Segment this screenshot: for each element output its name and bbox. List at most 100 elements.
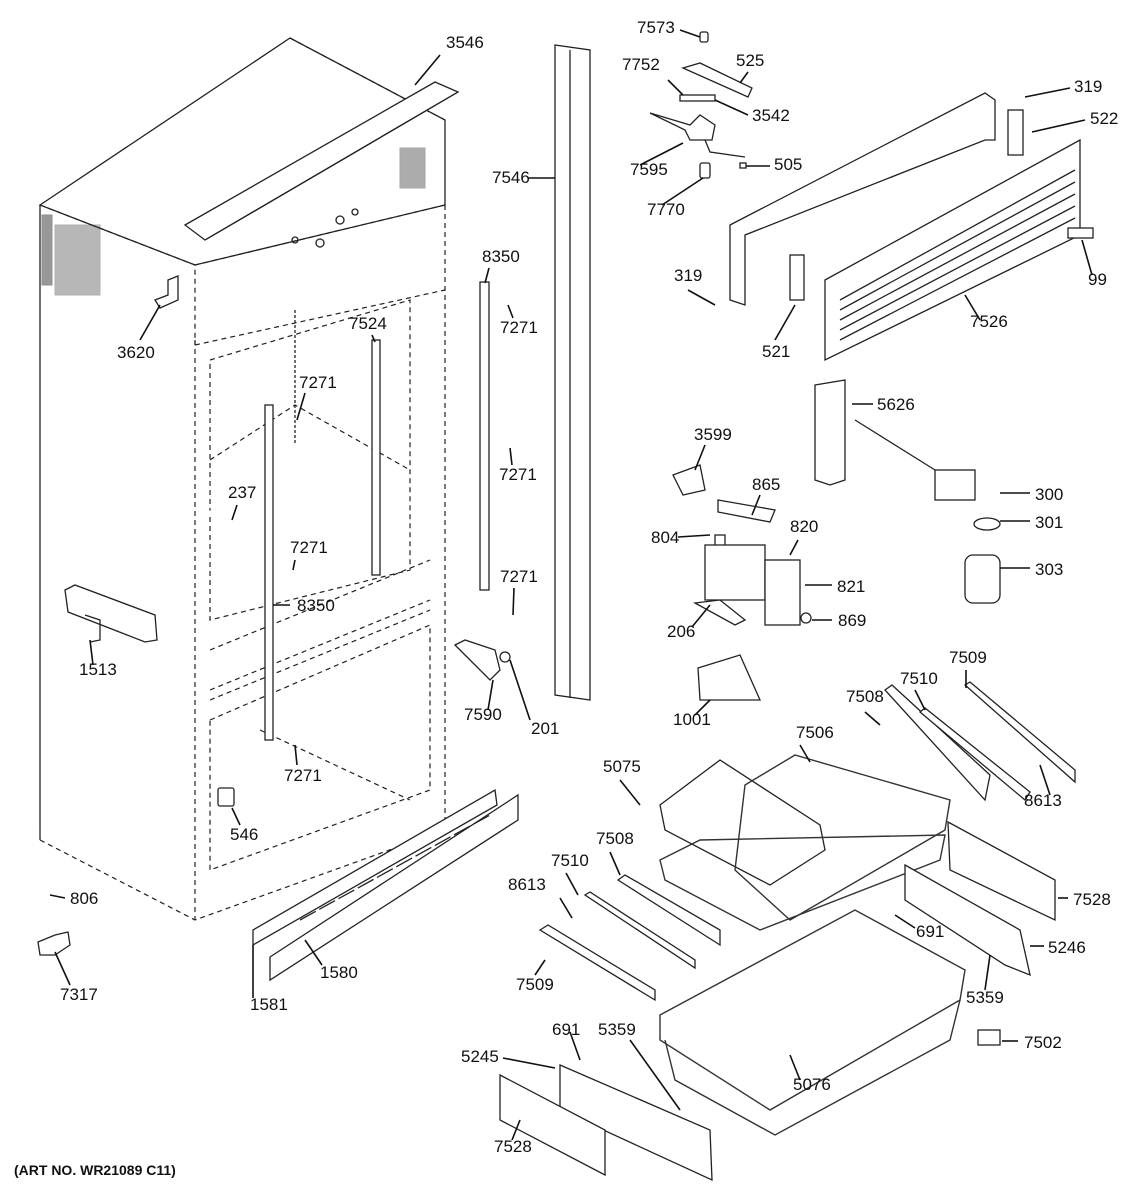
art-number: (ART NO. WR21089 C11) [14, 1162, 176, 1178]
leader-line-865 [751, 494, 761, 516]
leader-line-1513 [89, 639, 94, 666]
part-label-7506: 7506 [796, 723, 834, 742]
part-label-5076: 5076 [793, 1075, 831, 1094]
part-label-7271: 7271 [499, 465, 537, 484]
basket-7506 [659, 754, 951, 931]
part-label-522: 522 [1090, 109, 1118, 128]
part-label-5075: 5075 [603, 757, 641, 776]
part-label-7271: 7271 [500, 567, 538, 586]
leader-line-8350 [484, 267, 490, 284]
hinge-assembly [649, 31, 753, 179]
basket-5075 [659, 759, 826, 886]
leader-line-7573 [679, 29, 701, 38]
part-label-1580: 1580 [320, 963, 358, 982]
grille-frame [729, 92, 996, 306]
leader-line-525 [739, 71, 749, 84]
leader-line-319 [687, 289, 716, 306]
leader-line-7271 [512, 587, 515, 616]
kickplate-1580 [252, 788, 519, 982]
leader-line-7271 [294, 744, 298, 766]
bracket-5245 [559, 1064, 713, 1182]
leader-line-806 [49, 894, 66, 899]
part-label-7502: 7502 [1024, 1033, 1062, 1052]
leader-line-7509 [534, 959, 546, 976]
slides-lower [538, 874, 721, 1002]
mullion-7546 [554, 44, 591, 701]
tube-237 [198, 510, 259, 524]
part-label-7595: 7595 [630, 160, 668, 179]
part-label-7508: 7508 [846, 687, 884, 706]
leader-line-7508 [609, 851, 621, 876]
part-label-3546: 3546 [446, 33, 484, 52]
part-label-1513: 1513 [79, 660, 117, 679]
part-label-7526: 7526 [970, 312, 1008, 331]
leader-line-1001 [694, 699, 711, 716]
leader-line-820 [789, 539, 799, 556]
leader-line-206 [691, 604, 711, 628]
part-label-5246: 5246 [1048, 938, 1086, 957]
leader-line-5076 [789, 1054, 801, 1081]
part-label-3620: 3620 [117, 343, 155, 362]
part-label-7752: 7752 [622, 55, 660, 74]
part-label-3599: 3599 [694, 425, 732, 444]
leader-line-3599 [694, 444, 706, 471]
bracket-5246 [904, 863, 1031, 977]
bracket-521 [789, 254, 805, 301]
leader-line-7528 [511, 1119, 521, 1141]
part-label-7770: 7770 [647, 200, 685, 219]
leader-line-5245 [502, 1057, 556, 1069]
part-label-691: 691 [916, 922, 944, 941]
callout-labels: 3546362075468350727175247271237727172718… [60, 18, 1118, 1156]
leader-line-3620 [139, 304, 161, 341]
part-label-99: 99 [1088, 270, 1107, 289]
part-label-804: 804 [651, 528, 679, 547]
leader-line-7770 [661, 177, 704, 206]
leader-line-691 [894, 914, 916, 929]
callout-leaders [49, 29, 1093, 1141]
leader-line-7271 [507, 304, 514, 319]
leader-line-7271 [509, 447, 513, 466]
panel-7528-left [499, 1073, 606, 1177]
leader-line-201 [509, 659, 531, 721]
leader-line-7595 [639, 142, 684, 166]
leader-line-7510 [914, 689, 926, 711]
part-label-201: 201 [531, 719, 559, 738]
leader-line-804 [677, 534, 711, 538]
leader-line-3546 [414, 54, 441, 86]
part-label-7271: 7271 [500, 318, 538, 337]
part-label-5245: 5245 [461, 1047, 499, 1066]
leader-line-7271 [296, 392, 306, 421]
leader-line-237 [231, 504, 238, 521]
leader-line-521 [774, 304, 796, 341]
part-label-7508: 7508 [596, 829, 634, 848]
leader-line-691 [569, 1031, 581, 1061]
part-label-7509: 7509 [516, 975, 554, 994]
leader-line-5359 [629, 1039, 681, 1111]
rails-interior [264, 310, 381, 741]
part-label-206: 206 [667, 622, 695, 641]
part-label-7573: 7573 [637, 18, 675, 37]
part-label-8350: 8350 [297, 596, 335, 615]
leader-line-522 [1031, 119, 1086, 133]
part-label-869: 869 [838, 611, 866, 630]
part-label-7510: 7510 [551, 851, 589, 870]
part-label-525: 525 [736, 51, 764, 70]
part-label-820: 820 [790, 517, 818, 536]
part-label-7528: 7528 [494, 1137, 532, 1156]
bracket-3620 [154, 275, 179, 309]
part-label-1581: 1581 [250, 995, 288, 1014]
leader-line-7526 [964, 294, 981, 321]
top-rail-3546 [183, 81, 460, 241]
part-label-7271: 7271 [299, 373, 337, 392]
part-label-691: 691 [552, 1020, 580, 1039]
part-label-301: 301 [1035, 513, 1063, 532]
slides-upper [884, 681, 1076, 802]
part-label-7271: 7271 [290, 538, 328, 557]
part-label-8613: 8613 [508, 875, 546, 894]
cabinet-shell [38, 37, 446, 921]
part-label-319: 319 [1074, 77, 1102, 96]
leader-line-1580 [304, 939, 323, 966]
part-label-300: 300 [1035, 485, 1063, 504]
part-label-7510: 7510 [900, 669, 938, 688]
leader-line-7524 [371, 334, 376, 343]
